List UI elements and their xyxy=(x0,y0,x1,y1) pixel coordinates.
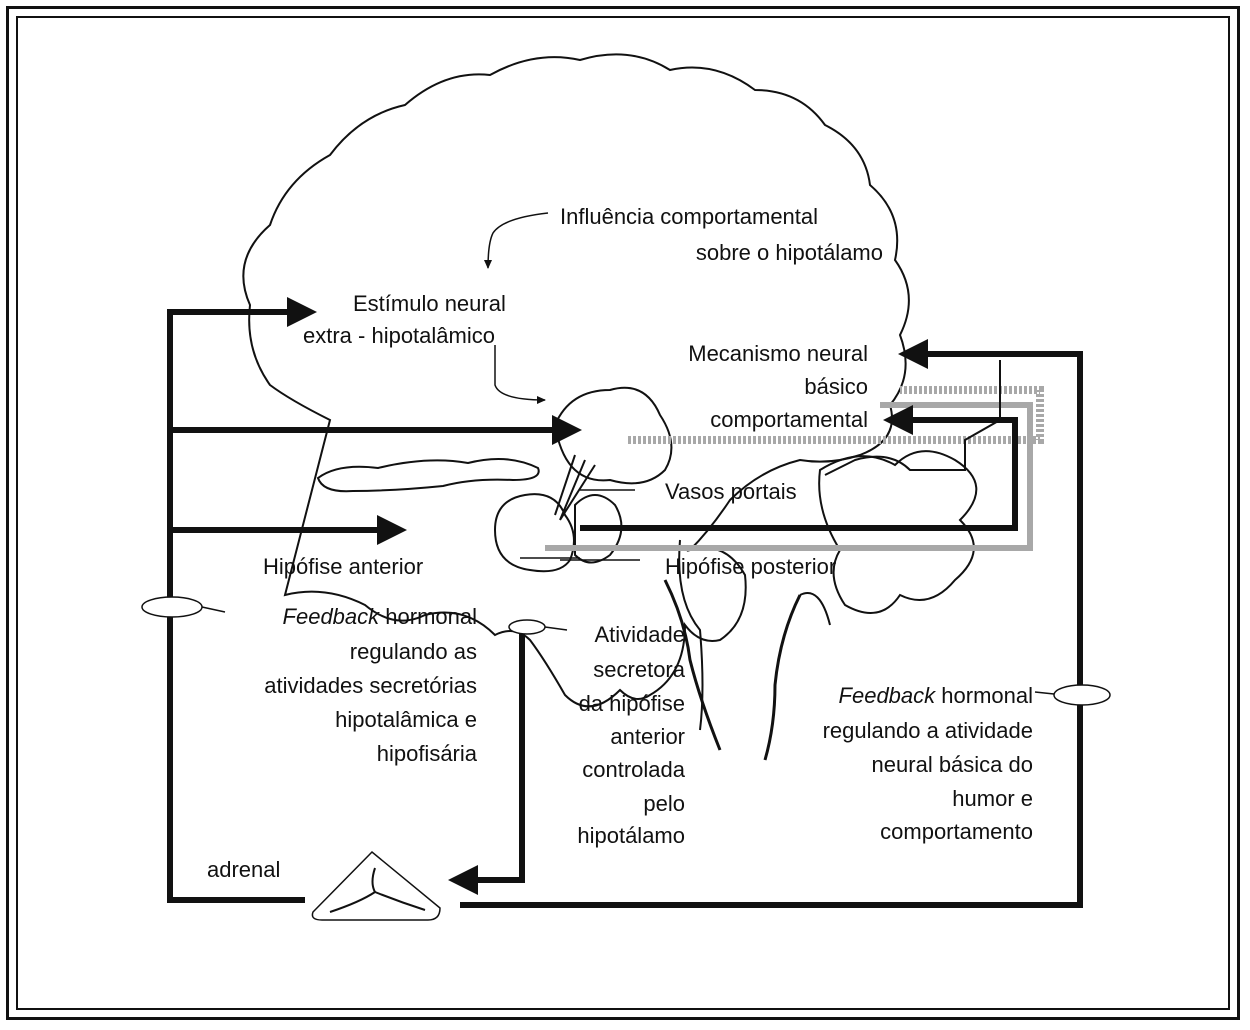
feedback-right-emphasis: Feedback xyxy=(838,683,936,708)
label-hipofise-posterior: Hipófise posterior xyxy=(665,554,837,579)
label-feedback-left-3: atividades secretórias xyxy=(264,673,477,698)
gray-behaviour-path xyxy=(628,386,1044,444)
pituitary-to-adrenal xyxy=(448,620,525,895)
brainstem-line-2 xyxy=(678,539,704,731)
label-feedback-right-4: humor e xyxy=(952,786,1033,811)
label-influencia-1: Influência comportamental xyxy=(560,204,819,229)
brainstem-line-1 xyxy=(663,579,722,751)
label-atividade-1: Atividade xyxy=(594,622,685,647)
label-mecanismo-3: comportamental xyxy=(710,407,868,432)
label-atividade-7: hipotálamo xyxy=(577,823,685,848)
hypothalamus xyxy=(553,386,673,485)
label-feedback-left-2: regulando as xyxy=(349,639,477,664)
label-vasos-portais: Vasos portais xyxy=(665,479,797,504)
pituitary-anterior xyxy=(493,493,575,573)
adrenal-gland xyxy=(311,850,441,921)
label-mecanismo-2: básico xyxy=(804,374,868,399)
label-atividade-5: controlada xyxy=(582,757,685,782)
label-feedback-right-5: comportamento xyxy=(880,819,1033,844)
cerebellum xyxy=(818,450,978,614)
label-feedback-right-1: Feedback hormonal xyxy=(770,682,1033,710)
label-feedback-right-2: regulando a atividade xyxy=(822,718,1033,743)
label-atividade-2: secretora xyxy=(593,657,685,682)
feedback-right-rest: hormonal xyxy=(935,683,1033,708)
label-estimulo-1: Estímulo neural xyxy=(353,291,506,316)
label-mecanismo-1: Mecanismo neural xyxy=(688,341,868,366)
feedback-loop-right xyxy=(460,339,1083,908)
feedback-left-emphasis: Feedback xyxy=(282,604,380,629)
label-adrenal: adrenal xyxy=(207,857,281,882)
label-estimulo-2: extra - hipotalâmico xyxy=(303,323,495,348)
brainstem-line-3 xyxy=(763,594,802,761)
outer-frame xyxy=(6,6,1240,1020)
label-feedback-left-5: hipofisária xyxy=(376,741,477,766)
inner-frame xyxy=(16,16,1230,1010)
label-influencia-2: sobre o hipotálamo xyxy=(695,240,883,265)
label-feedback-left-1: Feedback hormonal xyxy=(190,603,477,631)
label-atividade-6: pelo xyxy=(643,791,685,816)
feedback-left-rest: hormonal xyxy=(379,604,477,629)
label-hipofise-anterior: Hipófise anterior xyxy=(263,554,424,579)
corpus-callosum xyxy=(316,458,540,493)
label-feedback-right-3: neural básica do xyxy=(871,752,1033,777)
label-feedback-left-4: hipotalâmica e xyxy=(335,707,477,732)
label-atividade-4: anterior xyxy=(610,724,685,749)
hormone-ellipse-right xyxy=(1053,684,1111,706)
label-atividade-3: da hipófise xyxy=(578,691,685,716)
pituitary-posterior xyxy=(574,494,623,564)
